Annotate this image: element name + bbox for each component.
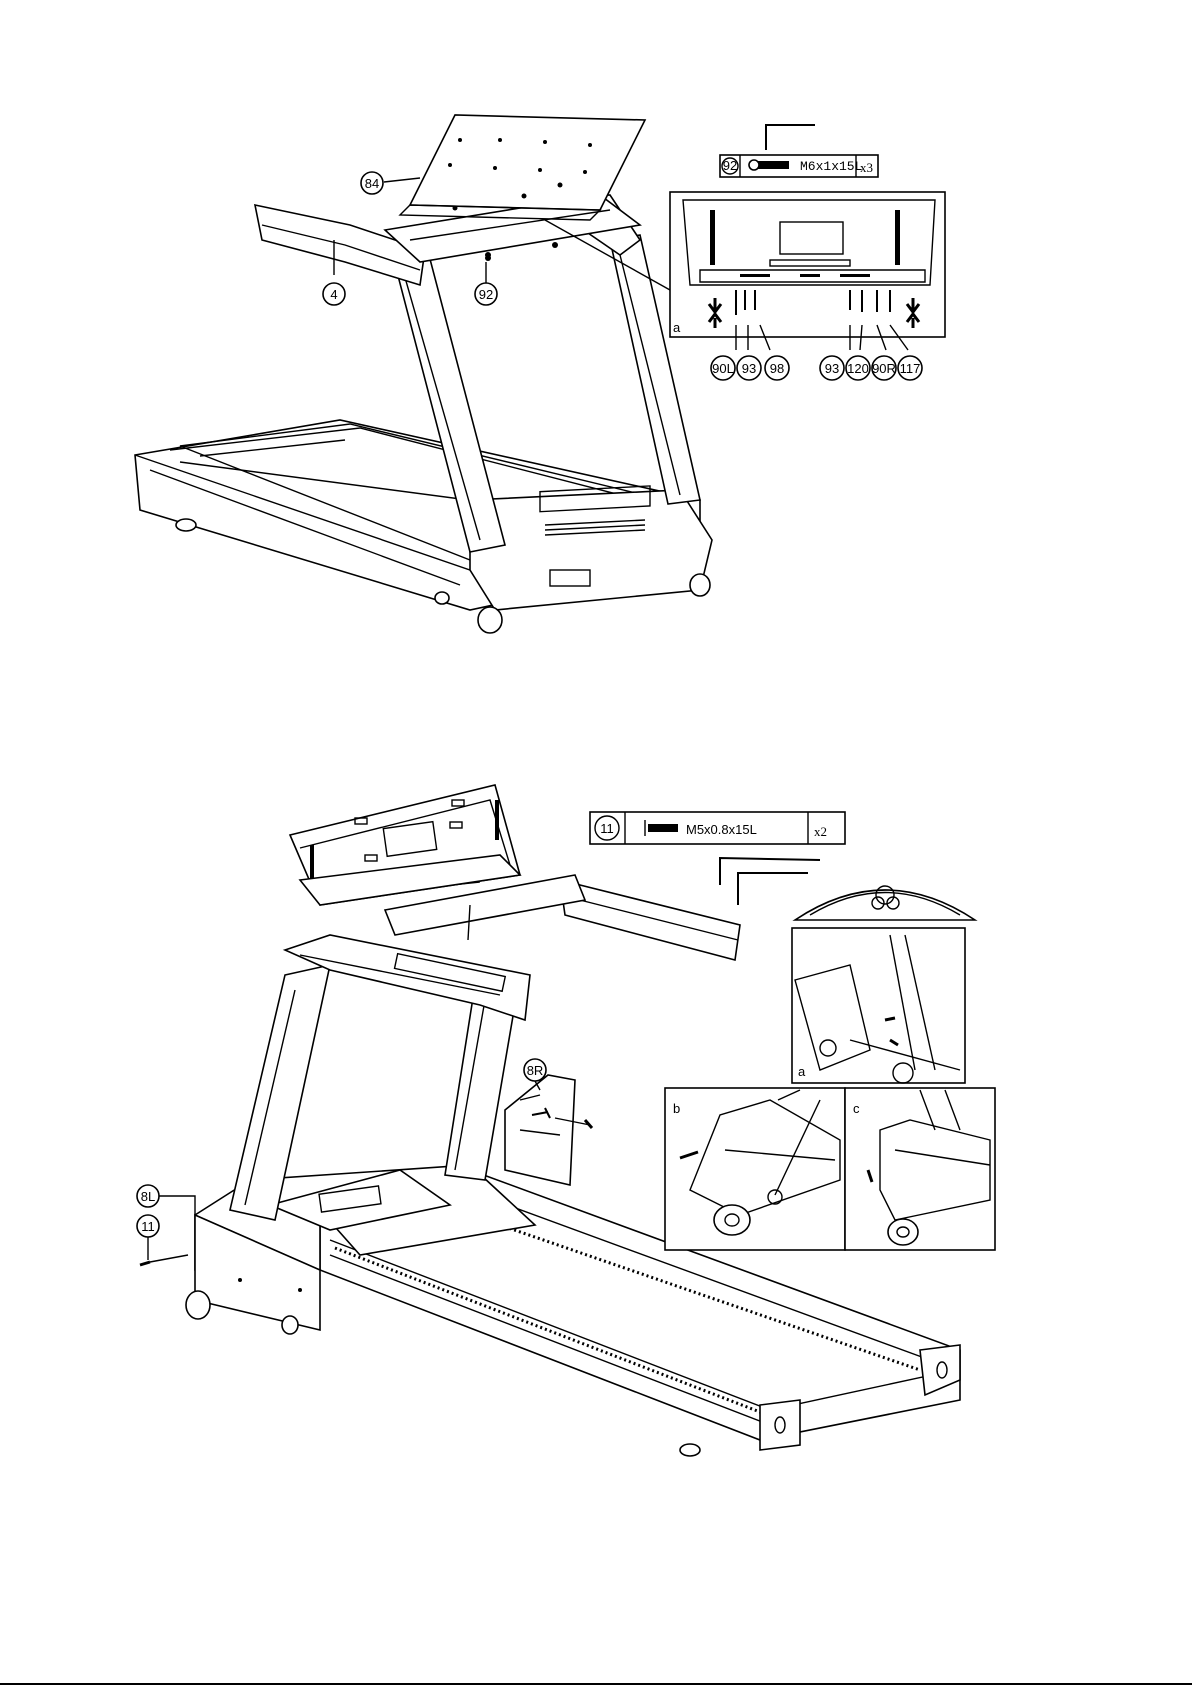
callout-8R: 8R	[527, 1063, 544, 1078]
detail-letter-a: a	[673, 320, 681, 335]
step1-detail-a: a	[670, 192, 945, 350]
callout-120: 120	[847, 361, 869, 376]
step2-detail-a: a	[792, 928, 965, 1083]
hardware-qty-92: x3	[860, 160, 873, 175]
callout-93b: 93	[825, 361, 839, 376]
step1-detail-callouts: 90L 93 98 93 120 90R 117	[711, 356, 922, 380]
detail2-letter-a: a	[798, 1064, 806, 1079]
callout-8L: 8L	[141, 1189, 155, 1204]
detail2-letter-c: c	[853, 1101, 860, 1116]
hardware-part-11: 11	[600, 821, 614, 836]
callout-92: 92	[479, 287, 493, 302]
step2-detail-b: b	[665, 1088, 845, 1250]
callout-4: 4	[330, 287, 337, 302]
callout-117: 117	[900, 361, 921, 376]
callout-90R: 90R	[872, 361, 896, 376]
step1-hardware-box: 92 M6x1x15L x3	[720, 125, 878, 177]
step2-rear-cover-sketch	[795, 886, 975, 920]
callout-11: 11	[141, 1219, 155, 1234]
step1-treadmill	[135, 115, 712, 633]
callout-90L: 90L	[712, 361, 734, 376]
callout-98: 98	[770, 361, 784, 376]
hardware-spec-11: M5x0.8x15L	[686, 822, 757, 837]
callout-84: 84	[365, 176, 379, 191]
hardware-part-92: 92	[723, 158, 737, 173]
callout-93a: 93	[742, 361, 756, 376]
step2-detail-c: c	[845, 1088, 995, 1250]
step2-hardware-box: 11 M5x0.8x15L x2	[590, 812, 845, 905]
hardware-qty-11: x2	[814, 824, 827, 839]
detail2-letter-b: b	[673, 1101, 680, 1116]
hardware-spec-92: M6x1x15L	[800, 159, 862, 174]
